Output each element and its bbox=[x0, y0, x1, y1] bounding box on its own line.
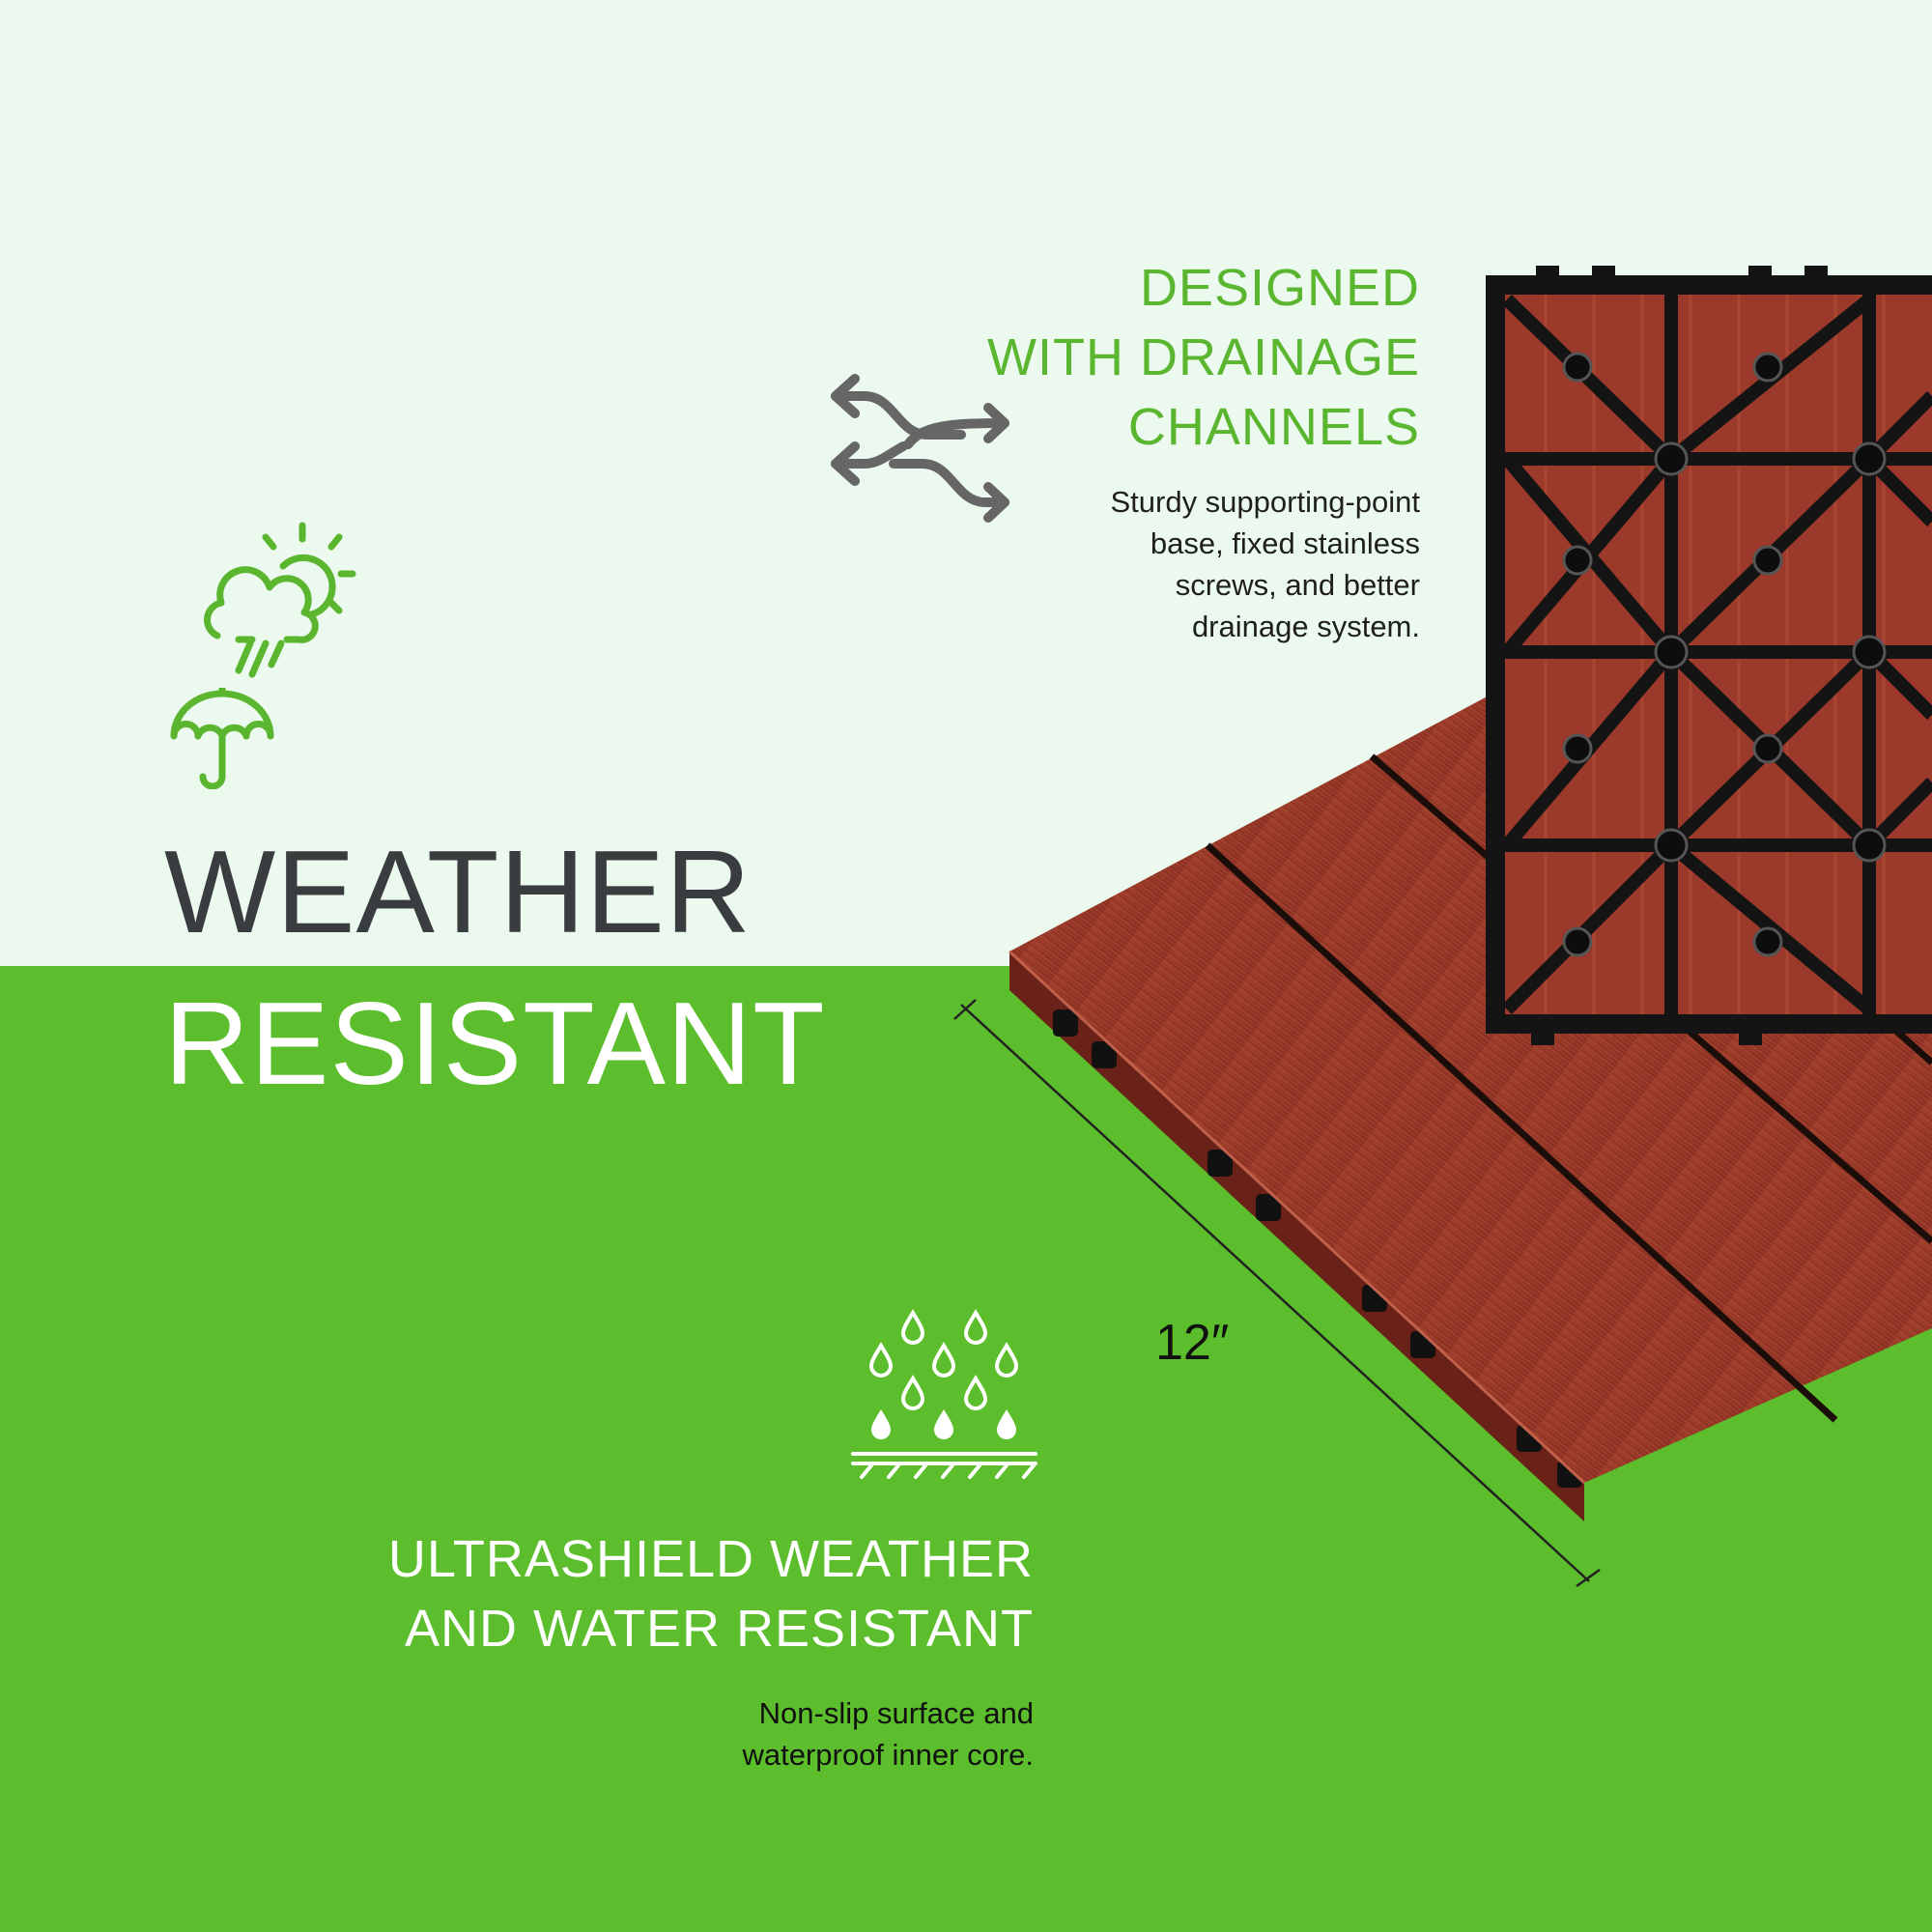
drainage-title-line: WITH DRAINAGE bbox=[986, 328, 1420, 386]
headline-line-1: WEATHER bbox=[164, 826, 752, 957]
water-description: Non-slip surface and waterproof inner co… bbox=[742, 1692, 1034, 1776]
water-title: ULTRASHIELD WEATHER AND WATER RESISTANT bbox=[388, 1524, 1034, 1663]
drainage-title-line: DESIGNED bbox=[1139, 259, 1420, 317]
drainage-description: Sturdy supporting-point base, fixed stai… bbox=[1110, 481, 1420, 647]
drainage-title: DESIGNED WITH DRAINAGE CHANNELS bbox=[987, 253, 1420, 462]
water-drops-icon bbox=[850, 1309, 1038, 1483]
drainage-title-line: CHANNELS bbox=[1127, 398, 1420, 456]
weather-sun-rain-icon bbox=[198, 520, 362, 684]
drainage-description-line: screws, and better bbox=[1175, 568, 1420, 602]
dimension-label: 12″ bbox=[1155, 1315, 1230, 1371]
water-description-line: waterproof inner core. bbox=[742, 1738, 1034, 1772]
headline-line-2: RESISTANT bbox=[164, 978, 826, 1109]
water-title-line: AND WATER RESISTANT bbox=[404, 1600, 1034, 1658]
drainage-arrows-icon bbox=[807, 367, 1014, 531]
drainage-description-line: drainage system. bbox=[1191, 610, 1420, 643]
drainage-description-line: base, fixed stainless bbox=[1150, 526, 1420, 560]
umbrella-icon bbox=[169, 688, 275, 789]
drainage-description-line: Sturdy supporting-point bbox=[1110, 485, 1420, 519]
water-description-line: Non-slip surface and bbox=[758, 1696, 1034, 1730]
water-title-line: ULTRASHIELD WEATHER bbox=[387, 1530, 1034, 1588]
